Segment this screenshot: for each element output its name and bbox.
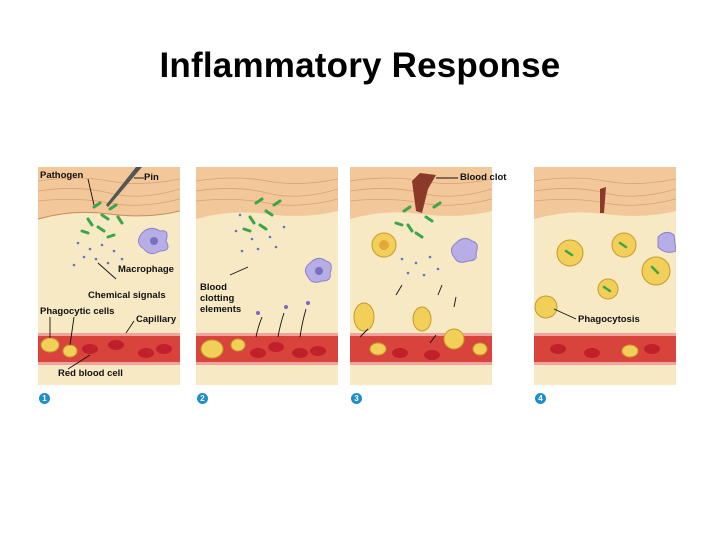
label-pin: Pin bbox=[144, 172, 159, 183]
label-blood-1: Blood bbox=[200, 282, 227, 293]
panel-step-1 bbox=[38, 167, 180, 385]
panel-step-4 bbox=[534, 167, 676, 385]
label-red-blood-cell: Red blood cell bbox=[58, 368, 123, 379]
label-capillary: Capillary bbox=[136, 314, 177, 325]
panel-step-2 bbox=[196, 167, 338, 385]
panel-step-3 bbox=[350, 167, 492, 385]
step-badge-1: 1 bbox=[39, 393, 50, 404]
slide-title: Inflammatory Response bbox=[159, 46, 561, 85]
label-chemical-signals: Chemical signals bbox=[88, 290, 166, 301]
step-badge-3: 3 bbox=[351, 393, 362, 404]
label-macrophage: Macrophage bbox=[118, 264, 174, 275]
step-badge-2: 2 bbox=[197, 393, 208, 404]
label-blood-3: elements bbox=[200, 304, 242, 315]
label-pathogen: Pathogen bbox=[40, 170, 84, 181]
label-blood-clot: Blood clot bbox=[460, 172, 507, 183]
label-blood-2: clotting bbox=[200, 293, 235, 304]
label-phagocytosis: Phagocytosis bbox=[578, 314, 640, 325]
step-badge-4: 4 bbox=[535, 393, 546, 404]
label-phagocytic-cells: Phagocytic cells bbox=[40, 306, 115, 317]
